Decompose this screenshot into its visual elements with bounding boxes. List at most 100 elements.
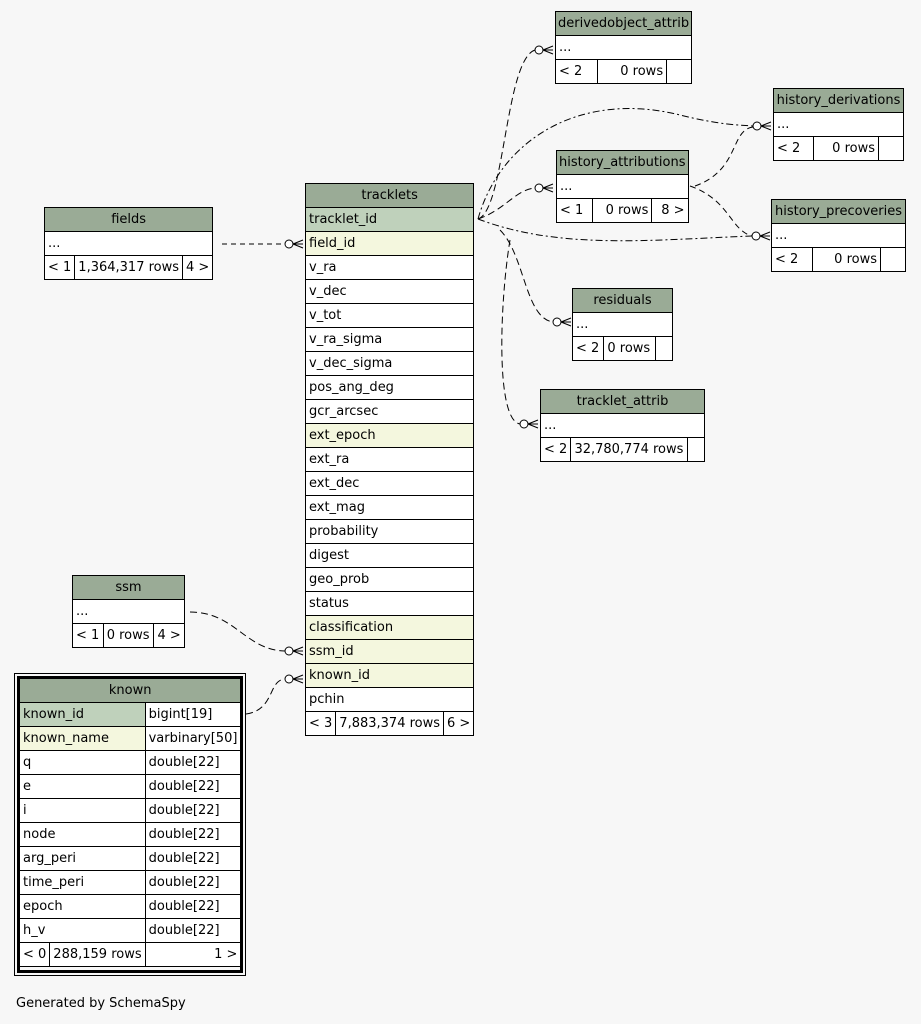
edge-attributions-precoveries bbox=[689, 185, 753, 237]
children-count[interactable]: 4 > bbox=[182, 255, 214, 280]
parents-count[interactable]: < 2 bbox=[770, 247, 814, 272]
column-geo-prob[interactable]: geo_prob bbox=[304, 567, 475, 592]
footer-credit: Generated by SchemaSpy bbox=[16, 996, 186, 1011]
row-count: 32,780,774 rows bbox=[570, 437, 688, 462]
column-v-ra-sigma[interactable]: v_ra_sigma bbox=[304, 327, 475, 352]
parents-count[interactable]: < 2 bbox=[555, 59, 598, 84]
table-title[interactable]: history_derivations bbox=[773, 88, 904, 113]
table-history-derivations[interactable]: history_derivations ... < 2 0 rows bbox=[773, 88, 904, 161]
table-fields[interactable]: fields ... < 1 1,364,317 rows 4 > bbox=[43, 207, 214, 280]
column-h-v[interactable]: h_v bbox=[19, 918, 146, 943]
edge-tracklets-tracklet-attrib bbox=[501, 239, 521, 425]
parents-count[interactable]: < 1 bbox=[72, 623, 104, 648]
parents-count[interactable]: < 2 bbox=[539, 437, 572, 462]
table-residuals[interactable]: residuals ... < 2 0 rows bbox=[571, 288, 673, 361]
column-row[interactable]: ... bbox=[773, 112, 904, 137]
children-count[interactable]: 4 > bbox=[153, 623, 185, 648]
column-ssm-id[interactable]: ssm_id bbox=[304, 639, 475, 664]
column-v-tot[interactable]: v_tot bbox=[304, 303, 475, 328]
parents-count[interactable]: < 1 bbox=[555, 198, 594, 223]
column-row[interactable]: ... bbox=[556, 174, 689, 199]
column-known-id[interactable]: known_id bbox=[19, 702, 146, 727]
table-title[interactable]: history_attributions bbox=[556, 150, 689, 175]
focused-table-frame bbox=[14, 673, 246, 976]
row-count: 0 rows bbox=[812, 247, 881, 272]
column-row[interactable]: ... bbox=[771, 223, 906, 248]
children-count[interactable] bbox=[655, 336, 673, 361]
column-time-peri[interactable]: time_peri bbox=[19, 870, 146, 895]
children-count[interactable] bbox=[666, 59, 693, 84]
column-type: double[22] bbox=[144, 894, 242, 919]
table-tracklet-attrib[interactable]: tracklet_attrib ... < 2 32,780,774 rows bbox=[539, 389, 705, 462]
children-count[interactable]: 6 > bbox=[443, 711, 475, 736]
column-type: varbinary[50] bbox=[144, 726, 242, 751]
column-known-id[interactable]: known_id bbox=[304, 663, 475, 688]
children-count[interactable]: 1 > bbox=[144, 942, 242, 967]
table-derivedobject-attrib[interactable]: derivedobject_attrib ... < 2 0 rows bbox=[554, 11, 693, 84]
table-ssm[interactable]: ssm ... < 1 0 rows 4 > bbox=[72, 575, 185, 648]
column-ext-mag[interactable]: ext_mag bbox=[304, 495, 475, 520]
column-pchin[interactable]: pchin bbox=[304, 687, 475, 712]
column-row[interactable]: ... bbox=[43, 231, 214, 256]
column-digest[interactable]: digest bbox=[304, 543, 475, 568]
column-node[interactable]: node bbox=[19, 822, 146, 847]
column-type: bigint[19] bbox=[144, 702, 242, 727]
column-i[interactable]: i bbox=[19, 798, 146, 823]
table-title[interactable]: history_precoveries bbox=[771, 199, 906, 224]
column-pos-ang-deg[interactable]: pos_ang_deg bbox=[304, 375, 475, 400]
column-field-id[interactable]: field_id bbox=[304, 231, 475, 256]
children-count[interactable] bbox=[878, 136, 904, 161]
table-title[interactable]: derivedobject_attrib bbox=[554, 11, 693, 36]
parents-count[interactable]: < 3 bbox=[304, 711, 337, 736]
row-count: 0 rows bbox=[102, 623, 155, 648]
column-row[interactable]: ... bbox=[540, 413, 705, 438]
parents-count[interactable]: < 0 bbox=[18, 942, 51, 967]
column-q[interactable]: q bbox=[19, 750, 146, 775]
table-title[interactable]: known bbox=[18, 678, 242, 703]
column-gcr-arcsec[interactable]: gcr_arcsec bbox=[304, 399, 475, 424]
column-tracklet-id[interactable]: tracklet_id bbox=[304, 207, 475, 232]
column-probability[interactable]: probability bbox=[304, 519, 475, 544]
table-title[interactable]: tracklet_attrib bbox=[540, 389, 705, 414]
parents-count[interactable]: < 1 bbox=[43, 255, 76, 280]
column-status[interactable]: status bbox=[304, 591, 475, 616]
column-type: double[22] bbox=[144, 750, 242, 775]
row-count: 1,364,317 rows bbox=[74, 255, 184, 280]
column-type: double[22] bbox=[144, 870, 242, 895]
column-type: double[22] bbox=[144, 846, 242, 871]
table-title[interactable]: fields bbox=[43, 207, 214, 232]
children-count[interactable] bbox=[687, 437, 705, 462]
table-tracklets[interactable]: tracklets tracklet_id field_id v_ra v_de… bbox=[304, 183, 475, 736]
column-e[interactable]: e bbox=[19, 774, 146, 799]
column-v-ra[interactable]: v_ra bbox=[304, 255, 475, 280]
edge-tracklets-residuals bbox=[499, 229, 554, 323]
column-epoch[interactable]: epoch bbox=[19, 894, 146, 919]
column-classification[interactable]: classification bbox=[304, 615, 475, 640]
column-row[interactable]: ... bbox=[572, 312, 673, 337]
row-count: 0 rows bbox=[603, 336, 656, 361]
column-v-dec-sigma[interactable]: v_dec_sigma bbox=[304, 351, 475, 376]
table-title[interactable]: ssm bbox=[72, 575, 185, 600]
column-ext-dec[interactable]: ext_dec bbox=[304, 471, 475, 496]
column-type: double[22] bbox=[144, 774, 242, 799]
column-row[interactable]: ... bbox=[72, 599, 185, 624]
children-count[interactable]: 8 > bbox=[651, 198, 689, 223]
table-title[interactable]: residuals bbox=[572, 288, 673, 313]
table-history-attributions[interactable]: history_attributions ... < 1 0 rows 8 > bbox=[555, 150, 689, 223]
column-arg-peri[interactable]: arg_peri bbox=[19, 846, 146, 871]
parents-count[interactable]: < 2 bbox=[571, 336, 605, 361]
parents-count[interactable]: < 2 bbox=[773, 136, 814, 161]
edge-tracklets-derivedobject bbox=[477, 49, 536, 220]
table-history-precoveries[interactable]: history_precoveries ... < 2 0 rows bbox=[770, 199, 906, 272]
children-count[interactable] bbox=[880, 247, 906, 272]
crowfoot-markers bbox=[284, 45, 772, 684]
column-v-dec[interactable]: v_dec bbox=[304, 279, 475, 304]
column-known-name[interactable]: known_name bbox=[19, 726, 146, 751]
edge-known-tracklets bbox=[245, 678, 286, 715]
column-row[interactable]: ... bbox=[554, 35, 693, 60]
column-ext-ra[interactable]: ext_ra bbox=[304, 447, 475, 472]
column-ext-epoch[interactable]: ext_epoch bbox=[304, 423, 475, 448]
table-title[interactable]: tracklets bbox=[304, 183, 475, 208]
